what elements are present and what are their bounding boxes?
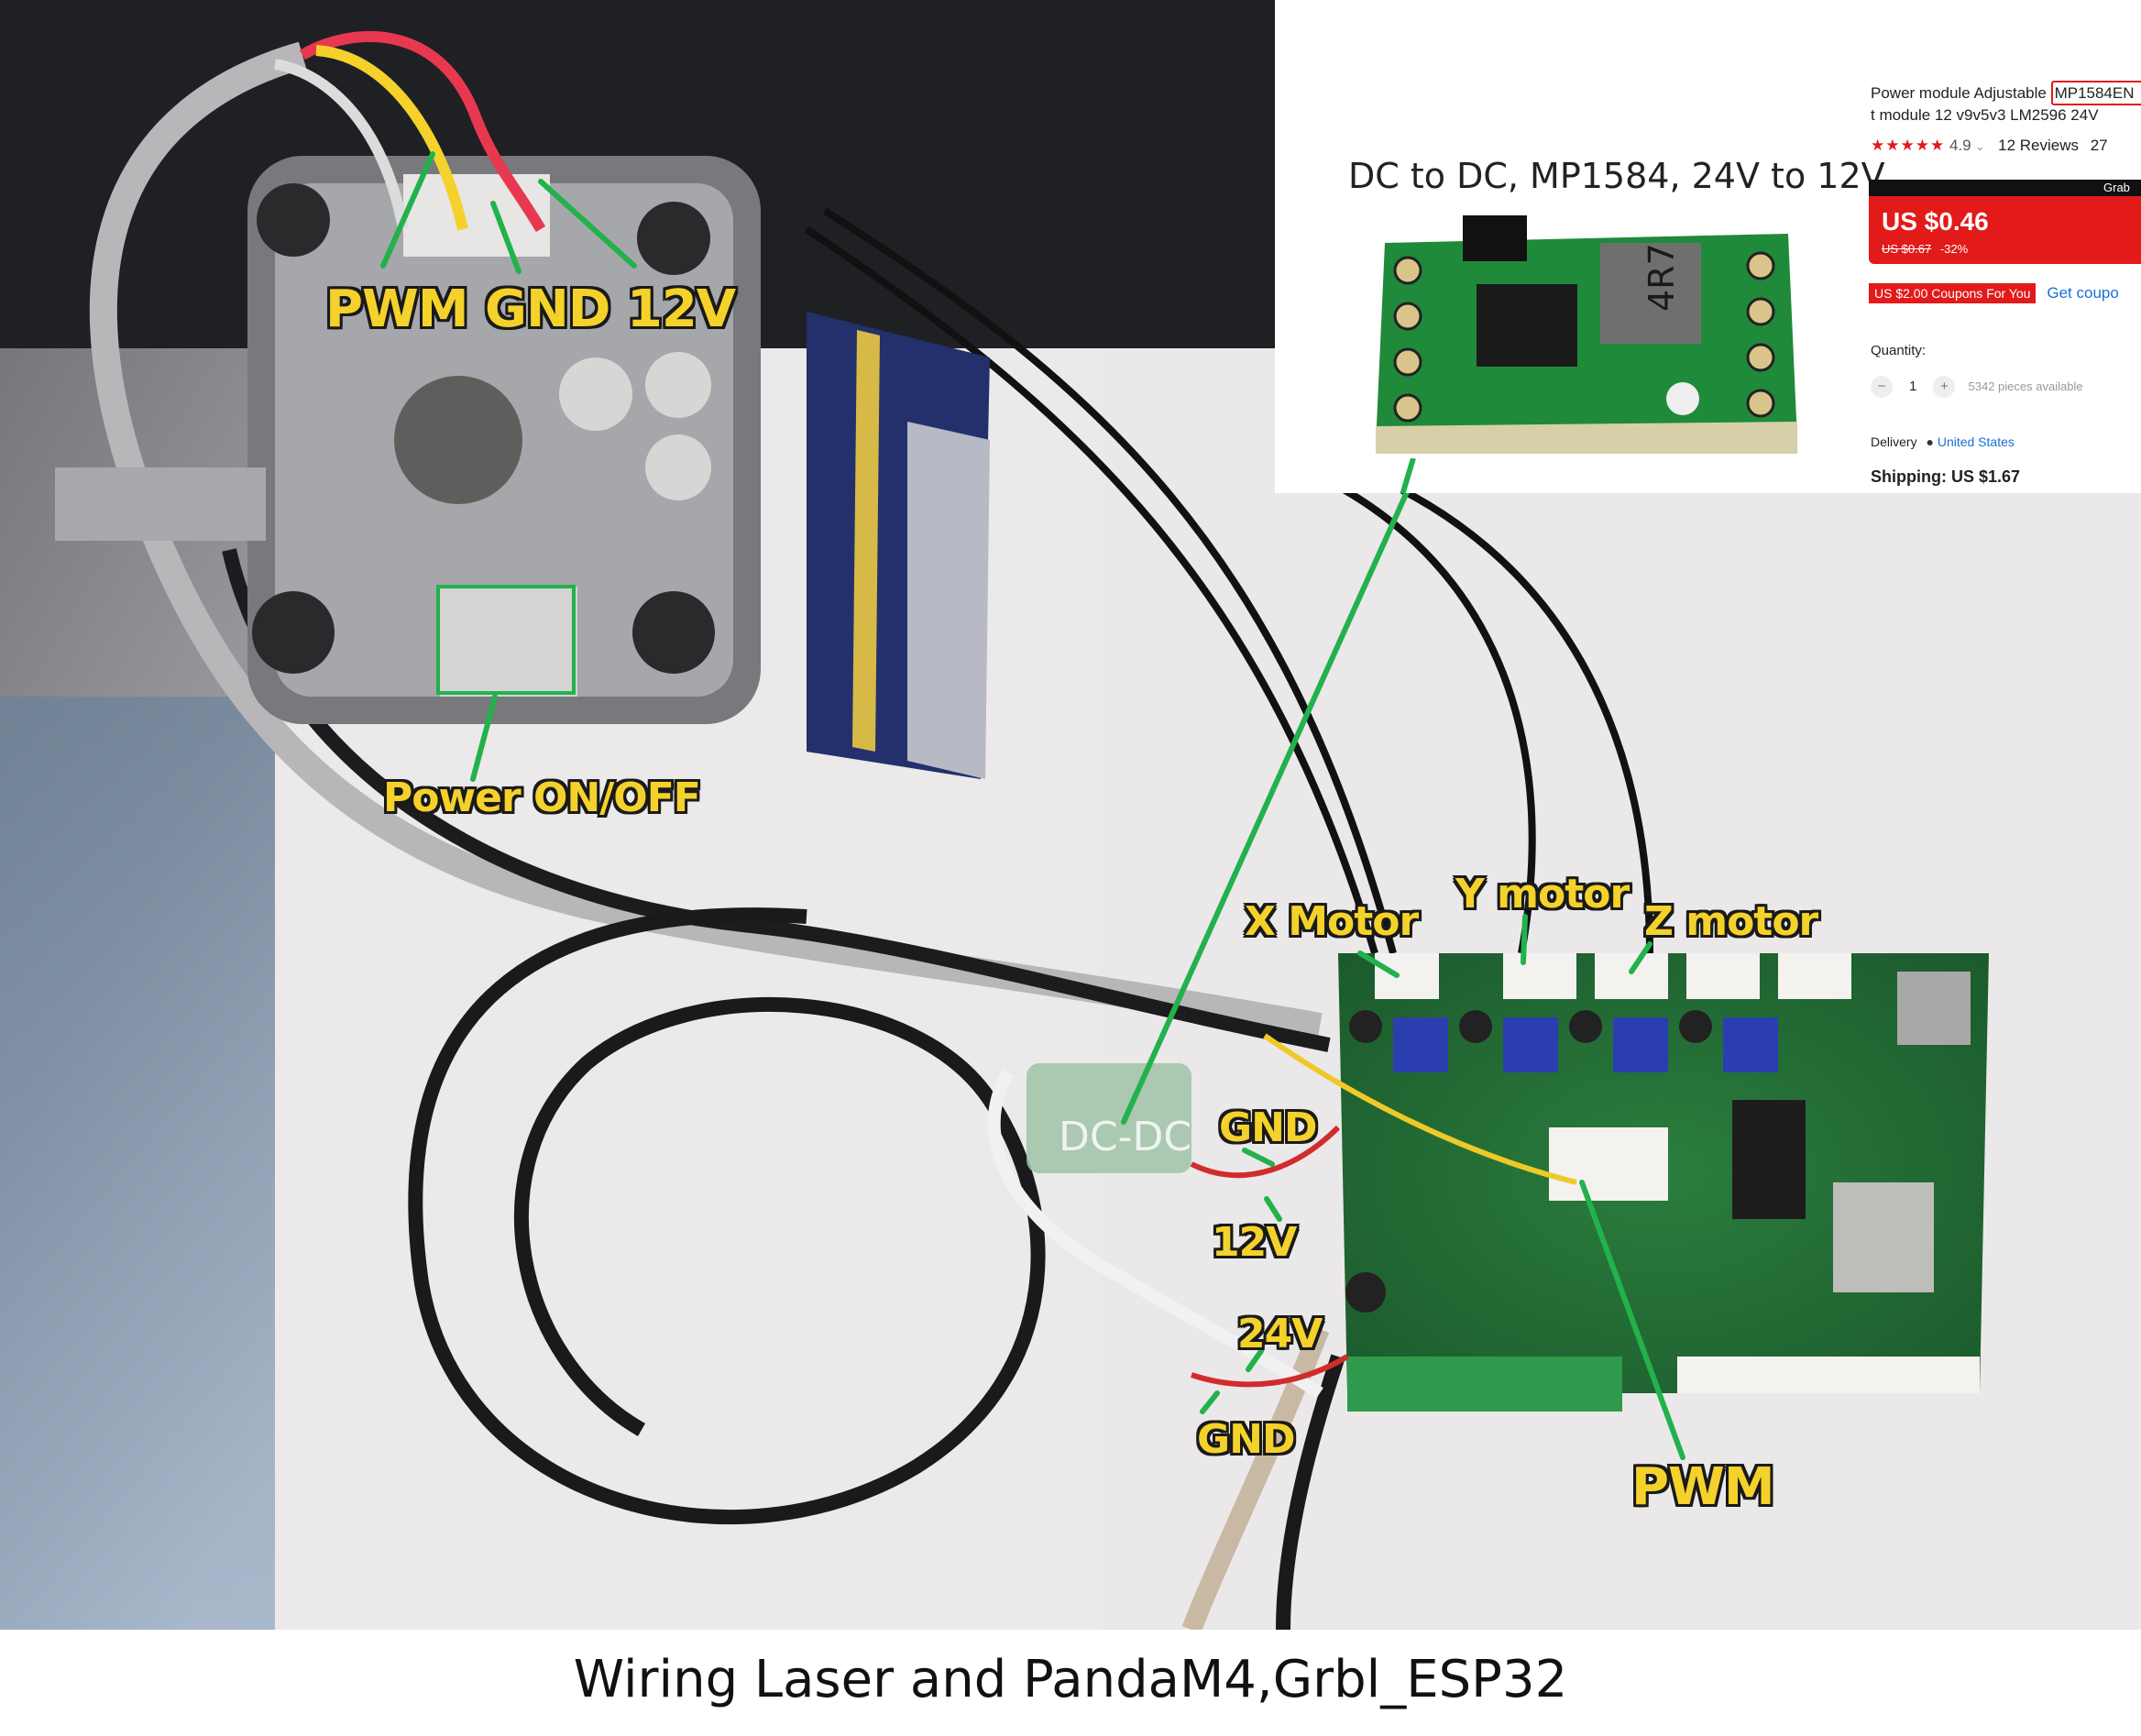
product-title-line2[interactable]: t module 12 v9v5v3 LM2596 24V: [1871, 106, 2099, 124]
quantity-value[interactable]: 1: [1909, 379, 1917, 394]
inset-chip-marking: 4R7: [1641, 243, 1682, 312]
get-coupon-link[interactable]: Get coupo: [2047, 284, 2119, 302]
callout-24v: 24V: [1237, 1311, 1323, 1357]
rating-row: ★★★★★ 4.9 ⌄ 12 Reviews 27: [1871, 137, 2108, 155]
callout-x-motor: X Motor: [1245, 898, 1419, 945]
shipping: Shipping: US $1.67: [1871, 467, 2021, 486]
coupon-badge[interactable]: US $2.00 Coupons For You: [1869, 283, 2037, 303]
minus-button[interactable]: −: [1871, 376, 1893, 398]
grab-bar: Grab: [1869, 180, 2141, 196]
discount: -32%: [1939, 242, 1969, 256]
price-box: Grab US $0.46 US $0.67 -32%: [1869, 180, 2141, 264]
inset-title: DC to DC, MP1584, 24V to 12V: [1348, 156, 1885, 196]
product-inset: DC to DC, MP1584, 24V to 12V 4R7 Power m…: [1275, 0, 2141, 493]
callout-gnd-upper: GND: [1219, 1104, 1317, 1151]
callout-power-onoff: Power ON/OFF: [383, 775, 701, 821]
grab-label: Grab: [2103, 181, 2130, 194]
quantity-stepper[interactable]: − 1 + 5342 pieces available: [1871, 376, 2083, 398]
delivery-row: Delivery ● United States: [1871, 434, 2015, 449]
product-title-highlight: MP1584EN: [2050, 81, 2141, 105]
callout-12v: 12V: [1212, 1219, 1297, 1266]
callout-dc-dc: DC-DC: [1059, 1114, 1192, 1160]
product-title-prefix: Power module Adjustable: [1871, 84, 2051, 102]
price: US $0.46: [1882, 207, 1989, 236]
product-panel: Power module Adjustable MP1584EN t modul…: [1869, 77, 2141, 493]
callout-z-motor: Z motor: [1644, 898, 1818, 945]
callout-pwm: PWM: [1631, 1457, 1775, 1517]
inset-pointer-stub: [1400, 458, 1416, 493]
reviews-link[interactable]: 12 Reviews: [1998, 137, 2079, 154]
availability: 5342 pieces available: [1968, 379, 2083, 393]
star-rating-icon: ★★★★★: [1871, 137, 1946, 154]
product-title-line1[interactable]: Power module Adjustable MP1584EN: [1871, 81, 2141, 105]
figure-caption: Wiring Laser and PandaM4,Grbl_ESP32: [573, 1650, 1568, 1709]
location-pin-icon: ●: [1926, 434, 1934, 449]
old-price: US $0.67: [1882, 242, 1932, 256]
quantity-label: Quantity:: [1871, 343, 1927, 358]
rating-value: 4.9: [1949, 137, 1971, 154]
coupon-row: US $2.00 Coupons For You Get coupo: [1869, 283, 2119, 303]
callout-y-motor: Y motor: [1455, 871, 1630, 917]
delivery-label: Delivery: [1871, 434, 1917, 449]
callout-gnd-lower: GND: [1197, 1416, 1295, 1463]
chevron-down-icon: ⌄: [1975, 140, 1985, 153]
mp1584-board-image: 4R7: [1376, 215, 1797, 454]
callout-pwm-gnd-12v: PWM GND 12V: [325, 280, 736, 339]
plus-button[interactable]: +: [1933, 376, 1956, 398]
delivery-country-link[interactable]: United States: [1937, 434, 2015, 449]
price-meta: US $0.67 -32%: [1882, 242, 1968, 256]
reviews-extra: 27: [2090, 137, 2108, 154]
